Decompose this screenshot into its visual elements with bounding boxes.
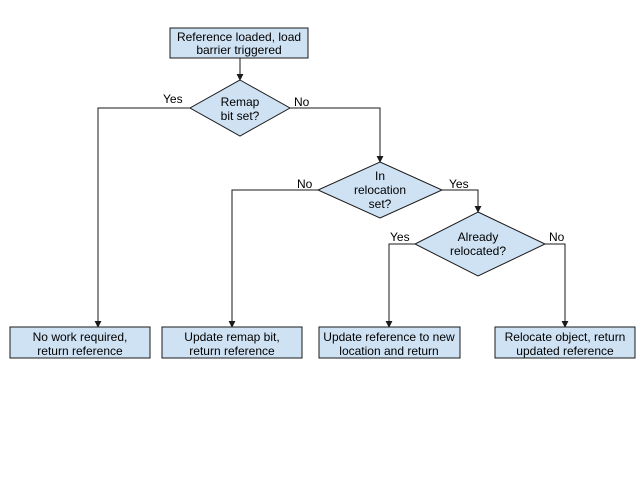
edge-relocation-yes	[442, 189, 482, 213]
start-node-line1: Reference loaded, load	[177, 30, 301, 44]
remap-yes-label: Yes	[163, 92, 183, 106]
remap-decision: Remap bit set?	[188, 79, 292, 137]
relocation-decision-line2: relocation	[354, 183, 406, 197]
update-remap-node-line2: return reference	[189, 344, 275, 358]
relocated-decision-line2: relocated?	[450, 244, 506, 258]
update-reference-node-line1: Update reference to new	[323, 330, 455, 344]
relocation-decision: In relocation set?	[316, 161, 444, 219]
edge-relocation-no	[228, 189, 318, 328]
start-node-line2: barrier triggered	[196, 43, 281, 57]
no-work-node-line1: No work required,	[33, 330, 128, 344]
relocation-yes-label: Yes	[449, 177, 469, 191]
edge-relocated-no	[545, 243, 569, 328]
update-remap-node: Update remap bit, return reference	[161, 326, 303, 359]
relocate-object-node-line2: updated reference	[516, 344, 614, 358]
update-reference-node-line2: location and return	[339, 344, 438, 358]
relocated-yes-label: Yes	[390, 230, 410, 244]
edge-relocated-yes	[385, 243, 415, 328]
relocate-object-node: Relocate object, return updated referenc…	[494, 326, 636, 359]
relocated-decision: Already relocated?	[413, 211, 547, 277]
relocation-decision-line3: set?	[369, 197, 392, 211]
update-remap-node-line1: Update remap bit,	[184, 330, 279, 344]
remap-no-label: No	[294, 95, 310, 109]
relocated-no-label: No	[549, 230, 565, 244]
no-work-node-line2: return reference	[37, 344, 123, 358]
no-work-node: No work required, return reference	[9, 326, 151, 359]
relocation-no-label: No	[297, 177, 313, 191]
relocation-decision-line1: In	[375, 169, 385, 183]
remap-decision-line1: Remap	[221, 95, 260, 109]
relocated-decision-line1: Already	[458, 230, 499, 244]
start-node: Reference loaded, load barrier triggered	[169, 27, 309, 59]
update-reference-node: Update reference to new location and ret…	[318, 326, 461, 359]
edge-remap-no	[290, 107, 384, 163]
remap-decision-line2: bit set?	[221, 109, 260, 123]
edge-remap-yes	[94, 107, 190, 328]
relocate-object-node-line1: Relocate object, return	[505, 330, 626, 344]
